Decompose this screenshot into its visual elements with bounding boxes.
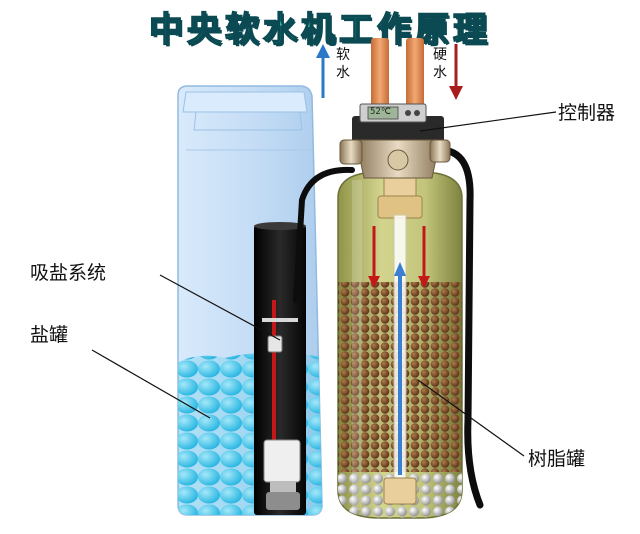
downflow-arrow-left [368,226,380,288]
upflow-arrow-center [394,262,406,276]
hard-water-char-1: 硬 [433,47,447,63]
soft-water-arrow [316,44,330,98]
control-valve [339,103,451,179]
soft-water-label: 软 水 [335,46,351,82]
leader-controller [419,111,557,132]
controller-display: 52℃ [370,107,391,117]
label-controller: 控制器 [558,102,616,124]
diagram-title: 中央软水机工作原理 [148,9,491,51]
brine-line [293,166,355,303]
label-brine-system: 吸盐系统 [30,262,107,284]
soft-water-pipe [371,38,389,118]
leader-brine-system [159,274,281,341]
hard-water-arrow [449,44,463,100]
label-brine-tank: 盐罐 [30,324,69,346]
hard-water-char-2: 水 [433,65,447,81]
brine-well [254,222,306,515]
hard-water-label: 硬 水 [432,46,448,82]
hard-water-pipe [406,38,424,118]
leader-resin-tank [417,379,525,457]
drain-hose [436,146,484,509]
resin-tank [337,171,463,519]
soft-water-char-2: 水 [336,65,350,81]
soft-water-char-1: 软 [336,47,350,63]
label-resin-tank: 树脂罐 [528,448,586,470]
downflow-arrow-right [418,226,430,288]
leader-brine-tank [91,349,211,419]
